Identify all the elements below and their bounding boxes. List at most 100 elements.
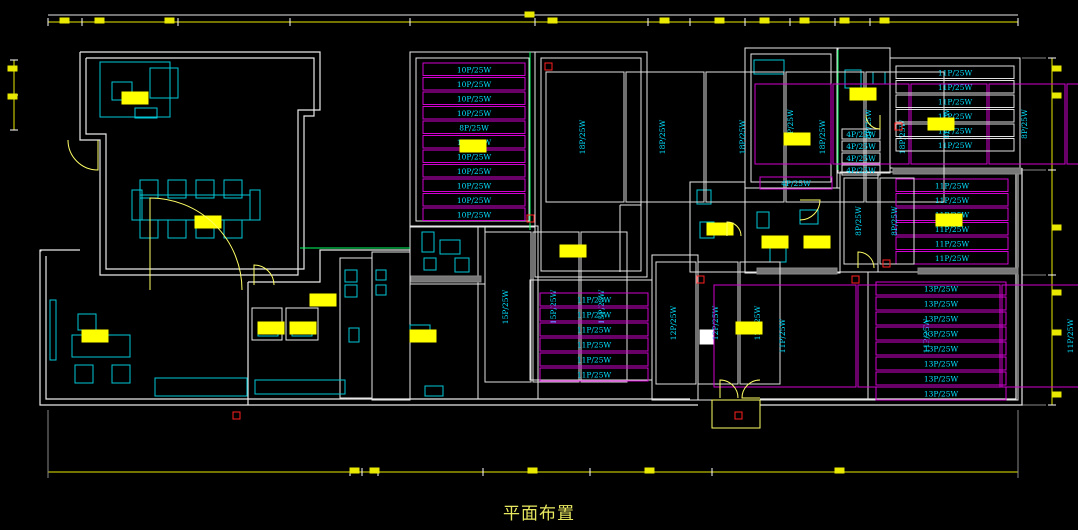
outer-wall-right-inner — [760, 168, 1017, 400]
rack-row — [422, 120, 526, 134]
room-label-marker — [289, 321, 317, 335]
rack-row — [539, 322, 649, 337]
rack-label: 11P/25W — [577, 296, 612, 305]
rack-label: 11P/25W — [922, 319, 931, 354]
rack-column — [625, 71, 705, 203]
room-label-marker — [194, 215, 222, 229]
room-label-marker — [849, 87, 877, 101]
rack-label: 13P/25W — [924, 390, 959, 399]
rack-label: 4P/25W — [846, 166, 876, 175]
rack-row — [895, 236, 1009, 250]
corridor-wall — [371, 251, 411, 401]
room-label-marker — [783, 132, 811, 146]
rack-row — [841, 128, 881, 140]
rack-label: 13P/25W — [924, 285, 959, 294]
rack-label: 11P/25W — [938, 126, 973, 135]
dimension-text-block — [759, 17, 770, 24]
dimension-text-block — [1051, 65, 1062, 72]
partition-bar — [917, 267, 1019, 275]
rack-label: 8P/25W — [864, 109, 873, 139]
restroom-wall — [409, 225, 486, 285]
rack-label: 11P/25W — [935, 225, 970, 234]
rack-label: 13P/25W — [924, 315, 959, 324]
hydrant-icon — [696, 275, 705, 284]
rack-column — [843, 177, 879, 265]
rack-label: 11P/25W — [938, 68, 973, 77]
rack-row — [841, 140, 881, 152]
furniture — [49, 59, 886, 397]
rack-label: 10P/25W — [457, 181, 492, 190]
rack-label: 11P/25W — [935, 254, 970, 263]
rack-row — [875, 281, 1007, 296]
dimension-text-block — [644, 467, 655, 474]
rack-row — [422, 77, 526, 91]
hydrant-icon — [526, 214, 535, 223]
conference-chair — [167, 179, 187, 199]
rack-group-room-e: 11P/25W11P/25W11P/25W11P/25W11P/25W11P/2… — [895, 65, 1015, 152]
conference-chair — [131, 189, 143, 221]
rack-label: 11P/25W — [577, 311, 612, 320]
room-label-marker — [803, 235, 831, 249]
room-label-marker — [309, 293, 337, 307]
toilet — [421, 231, 435, 253]
pantry-wall — [339, 257, 373, 399]
rack-row — [875, 326, 1007, 341]
rack-group-room-h: 13P/25W 13P/25W 13P/25W 13P/25W 13P/25W 13P/2… — [875, 281, 1007, 401]
appliance — [348, 327, 360, 343]
rack-row — [895, 80, 1015, 94]
wall-segment — [248, 249, 410, 283]
hydrant-icon — [882, 259, 891, 268]
dimension-text-block — [527, 467, 538, 474]
rack-label: 10P/25W — [457, 65, 492, 74]
chair — [77, 313, 97, 331]
toilet-bowl — [423, 257, 437, 271]
dimension-text-block — [659, 17, 670, 24]
rack-row — [422, 207, 526, 221]
sink — [872, 71, 886, 85]
rack-row — [539, 292, 649, 307]
rack-label: 13P/25W — [924, 345, 959, 354]
rack-label: 11P/25W — [938, 83, 973, 92]
rack-row — [841, 152, 881, 164]
rack-label: 11P/25W — [577, 341, 612, 350]
room-label-marker — [121, 91, 149, 105]
sink — [344, 269, 358, 283]
door-swing — [726, 221, 742, 237]
chair — [111, 364, 131, 384]
rack-label: 13P/25W — [924, 375, 959, 384]
counter — [254, 379, 346, 395]
rack-row — [422, 91, 526, 105]
hydrant-icon — [734, 411, 743, 420]
rack-row — [895, 178, 1009, 192]
door-swing — [253, 264, 275, 286]
rack-row — [539, 367, 649, 382]
conference-chair — [167, 219, 187, 239]
hydrant-icon — [544, 62, 553, 71]
door-swing — [799, 199, 821, 221]
rack-label: 10P/25W — [457, 167, 492, 176]
rack-column — [655, 261, 697, 385]
dimension-text-block — [164, 17, 175, 24]
drawing-title: 平面布置 — [503, 504, 575, 524]
dimension-text-block — [1051, 329, 1062, 336]
room-label-marker — [706, 222, 734, 236]
rack-label: 11P/25W — [938, 141, 973, 150]
rack-label: 12P/25W — [711, 306, 720, 341]
rack-label: 15P/25W — [597, 290, 606, 325]
rack-column — [879, 177, 915, 265]
rack-row — [759, 176, 833, 190]
room-label-marker — [559, 244, 587, 258]
rack-row — [875, 296, 1007, 311]
conference-chair — [223, 219, 243, 239]
rack-row — [422, 193, 526, 207]
rack-label: 11P/25W — [1066, 319, 1075, 354]
rack-row — [895, 251, 1009, 265]
cabinet — [424, 385, 444, 397]
partition-bar — [892, 167, 1022, 175]
room-label-marker — [257, 321, 285, 335]
chair — [74, 364, 94, 384]
rack-label: 13P/25W — [924, 300, 959, 309]
rack-label: 10P/25W — [457, 109, 492, 118]
dimension-text-block — [94, 17, 105, 24]
